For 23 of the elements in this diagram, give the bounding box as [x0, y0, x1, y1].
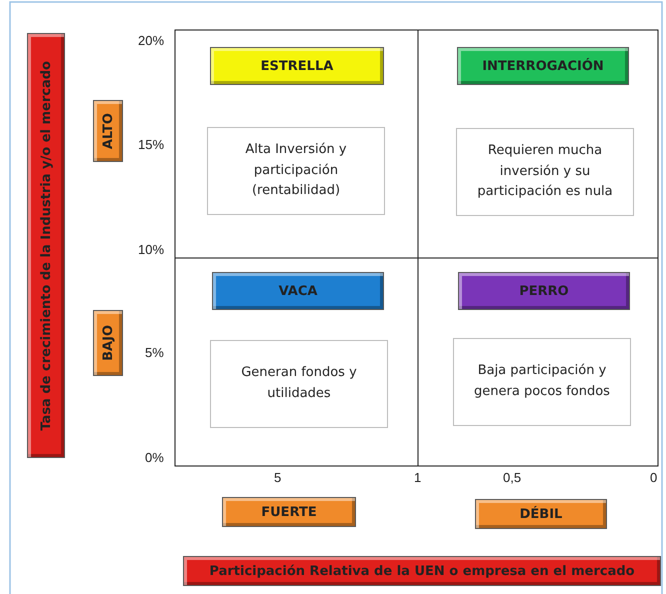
axis-title-bar: Participación Relativa de la UEN o empresa en el mercado: [183, 556, 661, 586]
axis-tick-label: 0%: [145, 450, 164, 465]
description-box: Requieren mucha inversión y su participación es nula: [456, 128, 634, 216]
axis-tick-label: 15%: [138, 137, 164, 152]
description-box: Alta Inversión y participación (rentabilidad): [207, 127, 385, 215]
quadrant-header: INTERROGACIÓN: [457, 47, 629, 85]
axis-tick-label: 1: [414, 470, 422, 485]
quadrant-header: ESTRELLA: [210, 47, 384, 85]
axis-tick-label: 5: [274, 470, 282, 485]
axis-tick-label: 0,5: [503, 470, 522, 485]
description-box: Generan fondos y utilidades: [210, 340, 388, 428]
level-tag: BAJO: [93, 310, 123, 376]
level-tag: FUERTE: [222, 497, 356, 527]
description-box: Baja participación y genera pocos fondos: [453, 338, 631, 426]
axis-tick-label: 0: [650, 470, 658, 485]
axis-title-bar: Tasa de crecimiento de la Industria y/o el mercado: [27, 33, 65, 458]
level-tag: DÉBIL: [475, 499, 607, 529]
axis-tick-label: 20%: [138, 33, 164, 48]
quadrant-header: VACA: [212, 272, 384, 310]
axis-tick-label: 5%: [145, 345, 164, 360]
level-tag: ALTO: [93, 100, 123, 162]
axis-tick-label: 10%: [138, 242, 164, 257]
quadrant-header: PERRO: [458, 272, 630, 310]
